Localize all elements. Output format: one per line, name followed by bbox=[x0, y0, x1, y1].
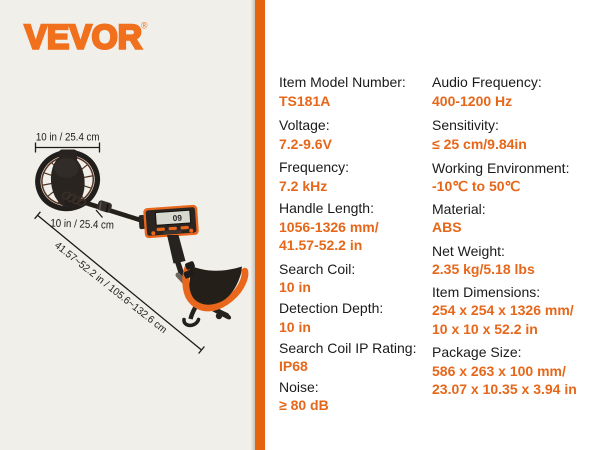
svg-text:®: ® bbox=[141, 20, 148, 30]
svg-text:09: 09 bbox=[172, 213, 182, 224]
svg-text:10 in / 25.4 cm: 10 in / 25.4 cm bbox=[50, 218, 114, 232]
svg-text:10 in / 25.4 cm: 10 in / 25.4 cm bbox=[36, 131, 100, 143]
svg-text:41.57~52.2 in / 105.6~132.6 cm: 41.57~52.2 in / 105.6~132.6 cm bbox=[52, 240, 168, 336]
svg-text:VEVOR: VEVOR bbox=[25, 19, 143, 57]
